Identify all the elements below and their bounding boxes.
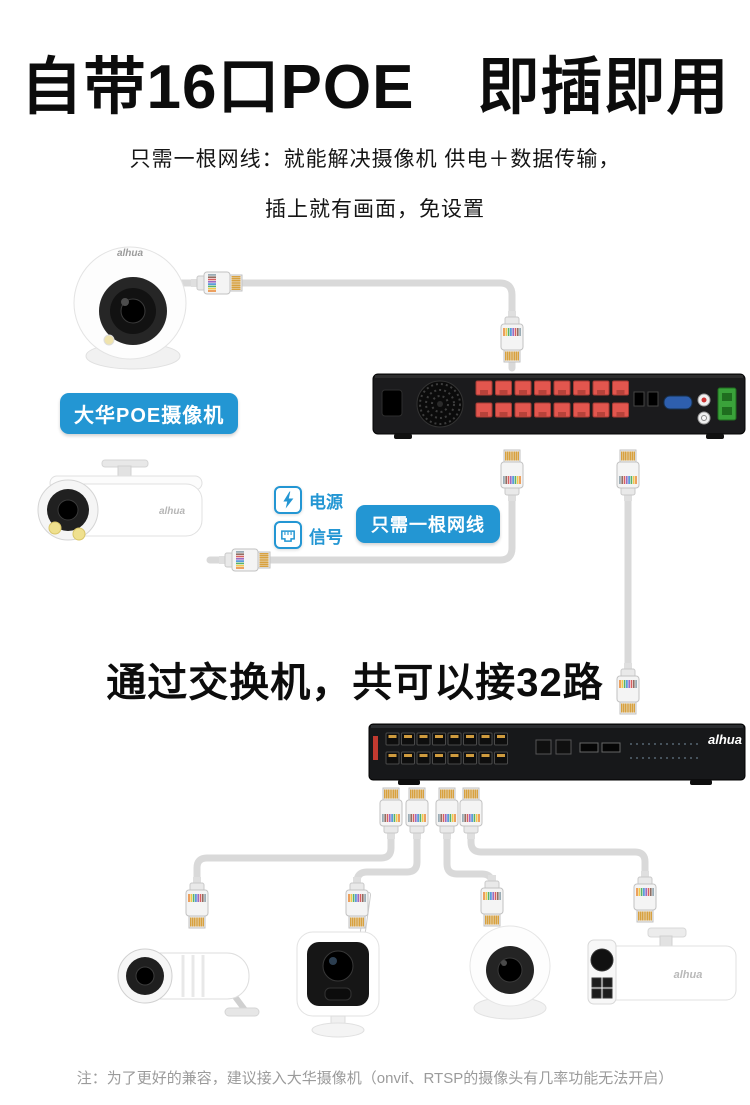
switch-sfp-slot-1 <box>579 742 599 753</box>
poe-camera-badge: 大华POE摄像机 <box>60 393 239 434</box>
rj45-connector <box>345 876 369 929</box>
rj45-connector <box>480 874 504 927</box>
subtitle-line-1: 只需一根网线：就能解决摄像机 供电＋数据传输， <box>129 148 621 171</box>
camera1-stand <box>224 1007 260 1017</box>
subtitle-line-2: 插上就有画面，免设置 <box>265 198 485 221</box>
nvr-usb-port-2 <box>647 391 659 407</box>
camera4-lens <box>590 948 614 972</box>
rj45-connector <box>435 787 459 840</box>
dome-led <box>103 334 115 346</box>
switch-brand-text: alhua <box>708 732 742 747</box>
dome-camera-illustration: alhua <box>73 246 187 370</box>
switch-sfp-slot-2 <box>601 742 621 753</box>
bottom-dome-camera-illustration <box>469 925 551 1020</box>
page-title: 自带16口POE 即插即用 <box>20 53 730 122</box>
power-signal-legend: 电源 信号 <box>274 486 343 549</box>
footnote: 注：为了更好的兼容，建议接入大华摄像机（onvif、RTSP的摄像头有几率功能无… <box>76 1070 674 1087</box>
cables <box>174 279 649 894</box>
cable-bullet-to-nvr <box>206 494 516 564</box>
rj45-connector <box>459 787 483 840</box>
signal-ethernet-icon <box>274 521 302 549</box>
camera4-ir-array <box>591 977 613 999</box>
bullet-brand-text: alhua <box>159 506 186 517</box>
nvr-usb-port-1 <box>633 391 645 407</box>
rj45-connector <box>185 876 209 929</box>
cable-switch-to-camera-1 <box>193 832 395 886</box>
wifi-camera-base <box>311 1022 365 1038</box>
switch-red-indicator <box>373 736 378 760</box>
nvr-power-inlet <box>381 389 403 417</box>
bottom-bullet-camera-illustration <box>117 948 260 1017</box>
signal-label: 信号 <box>309 527 343 547</box>
nvr-vga-port <box>663 395 693 410</box>
bottom-box-camera-illustration: alhua <box>587 927 737 1005</box>
dome-brand-text: alhua <box>117 248 144 259</box>
nvr-fan <box>416 380 464 428</box>
section-switch-title: 通过交换机，共可以接32路 <box>106 661 604 705</box>
one-cable-badge: 只需一根网线 <box>356 505 500 543</box>
cable-switch-to-camera-4 <box>467 832 649 878</box>
power-label: 电源 <box>309 492 343 512</box>
bullet-led-1 <box>48 521 62 535</box>
poe-switch-illustration: alhua <box>368 723 746 785</box>
rj45-connector <box>500 449 524 502</box>
signal-legend-row: 信号 <box>274 521 343 549</box>
cable-dome-to-nvr <box>174 279 516 372</box>
camera1-lens <box>135 966 155 986</box>
rj45-connector <box>190 271 243 295</box>
camera4-brand-text: alhua <box>674 969 703 981</box>
bullet-lens <box>57 499 79 521</box>
rj45-connector <box>616 449 640 502</box>
bullet-camera-illustration: alhua <box>37 459 203 541</box>
rj45-connector <box>379 787 403 840</box>
bullet-led-2 <box>72 527 86 541</box>
wifi-camera-pir <box>324 987 352 1001</box>
power-lightning-icon <box>274 486 302 514</box>
nvr-illustration <box>372 373 746 439</box>
rj45-connector <box>405 787 429 840</box>
rj45-connector <box>633 870 657 923</box>
switch-uplink-port-1 <box>535 739 552 755</box>
rj45-connector <box>500 310 524 363</box>
power-legend-row: 电源 <box>274 486 343 514</box>
switch-uplink-port-2 <box>555 739 572 755</box>
rj45-connector <box>218 548 271 572</box>
